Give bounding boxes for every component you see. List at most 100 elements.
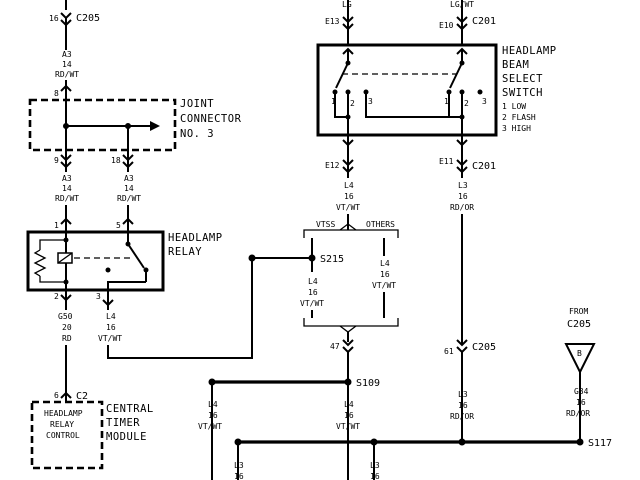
- svg-text:16: 16: [234, 472, 244, 480]
- pin-e10: E10: [439, 21, 454, 30]
- svg-text:3: 3: [482, 97, 487, 106]
- jc-label-line2: CONNECTOR: [180, 113, 242, 125]
- svg-text:RD/OR: RD/OR: [450, 412, 474, 421]
- svg-text:L3: L3: [458, 390, 468, 399]
- central-timer-module: HEADLAMP RELAY CONTROL CENTRAL TIMER MOD…: [30, 400, 153, 470]
- svg-text:A3: A3: [62, 174, 72, 183]
- pin-e11: E11: [439, 157, 454, 166]
- a3-top-circuit: A3: [62, 50, 72, 59]
- svg-text:VT/WT: VT/WT: [372, 281, 396, 290]
- svg-text:16: 16: [106, 323, 116, 332]
- svg-text:RD/WT: RD/WT: [117, 194, 141, 203]
- ctm-label-line2: TIMER: [106, 417, 140, 429]
- svg-text:L4: L4: [344, 400, 354, 409]
- svg-text:2: 2: [464, 99, 469, 108]
- svg-text:L3: L3: [234, 461, 244, 470]
- svg-text:16: 16: [344, 192, 354, 201]
- svg-text:VT/WT: VT/WT: [98, 334, 122, 343]
- s215-label: S215: [320, 254, 344, 265]
- c201-bottom-connector: E12 E11 C201: [325, 135, 496, 178]
- svg-text:A3: A3: [124, 174, 134, 183]
- relay-label-line2: RELAY: [168, 246, 202, 258]
- svg-text:L4: L4: [208, 400, 218, 409]
- svg-text:2: 2: [350, 99, 355, 108]
- svg-text:G50: G50: [58, 312, 73, 321]
- top-wires: LG LG/WT E13 E10 C201: [325, 0, 496, 45]
- svg-text:L4: L4: [380, 259, 390, 268]
- c201-top-label: C201: [472, 16, 496, 27]
- wire-label-g50: G50 20 RD: [58, 312, 73, 343]
- ctm-label-line3: MODULE: [106, 431, 147, 443]
- a3-top-gauge: 14: [62, 60, 72, 69]
- switch-label-line4: SWITCH: [502, 87, 543, 99]
- from-arrow-letter: B: [577, 349, 582, 358]
- c205-mid-label: C205: [472, 342, 496, 353]
- relay-pin-1: 1: [54, 221, 59, 230]
- jc-pin-8: 8: [54, 89, 59, 98]
- switch-label-line3: SELECT: [502, 73, 543, 85]
- svg-text:16: 16: [458, 401, 468, 410]
- svg-text:16: 16: [344, 411, 354, 420]
- jc-pin-9: 9: [54, 156, 59, 165]
- beam-pos-low: 1 LOW: [502, 102, 526, 111]
- svg-text:16: 16: [380, 270, 390, 279]
- svg-text:L4: L4: [308, 277, 318, 286]
- jc-pin-18: 18: [111, 156, 121, 165]
- jc-bottom-pins: 9 18: [54, 150, 134, 172]
- svg-text:16: 16: [208, 411, 218, 420]
- c205-mid-connector: 47 61 C205: [330, 214, 496, 382]
- pin-e12: E12: [325, 161, 340, 170]
- jc-label-line3: NO. 3: [180, 128, 214, 140]
- relay-pin-3: 3: [96, 292, 101, 301]
- c2-label: C2: [76, 391, 88, 402]
- c205-pin-47: 47: [330, 342, 340, 351]
- c205-pin-61: 61: [444, 347, 454, 356]
- svg-text:14: 14: [62, 184, 72, 193]
- svg-text:RD/OR: RD/OR: [450, 203, 474, 212]
- beam-pos-high: 3 HIGH: [502, 124, 531, 133]
- from-connector-label: C205: [567, 319, 591, 330]
- c201-bottom-label: C201: [472, 161, 496, 172]
- c2-pin: 6: [54, 391, 59, 400]
- headlamp-beam-select-switch: 1 2 3 1 2 3 HEADLAMP BEAM SELECT SWITCH …: [316, 43, 557, 137]
- wire-label-l3-c205: L3 16 RD/OR: [450, 390, 474, 421]
- svg-text:16: 16: [370, 472, 380, 480]
- svg-text:G34: G34: [574, 387, 589, 396]
- wire-label-l4-s109-left: L4 16 VT/WT: [198, 400, 222, 431]
- svg-text:VT/WT: VT/WT: [336, 203, 360, 212]
- wire-label-l4-s109-right: L4 16 VT/WT: [336, 400, 360, 431]
- wire-label-a3-right: A3 14 RD/WT: [117, 174, 141, 203]
- svg-text:14: 14: [124, 184, 134, 193]
- s109-label: S109: [356, 378, 380, 389]
- switch-label-line2: BEAM: [502, 59, 529, 71]
- s117-bus: S117 L3 16 L3 16: [234, 438, 612, 480]
- wire-label-a3-left: A3 14 RD/WT: [55, 174, 79, 203]
- switch-label-line1: HEADLAMP: [502, 45, 557, 57]
- c205-top-connector: 16 C205: [49, 0, 100, 50]
- svg-text:1: 1: [331, 97, 336, 106]
- svg-text:3: 3: [368, 97, 373, 106]
- top-lg-right: LG/WT: [450, 0, 474, 9]
- svg-text:VT/WT: VT/WT: [336, 422, 360, 431]
- relay-label-line1: HEADLAMP: [168, 232, 223, 244]
- headlamp-relay: 1 5 HEADLAMP RELAY: [26, 205, 223, 292]
- svg-text:L4: L4: [344, 181, 354, 190]
- svg-text:16: 16: [458, 192, 468, 201]
- relay-pin-2: 2: [54, 292, 59, 301]
- jc-label-line1: JOINT: [180, 98, 214, 110]
- from-c205-source: FROM C205 B G34 16 RD/OR: [564, 307, 596, 442]
- wire-label-l3-switch: L3 16 RD/OR: [450, 181, 474, 212]
- svg-text:L3: L3: [458, 181, 468, 190]
- svg-text:1: 1: [444, 97, 449, 106]
- pin-e13: E13: [325, 17, 340, 26]
- relay-bottom-pins: 2 3: [54, 290, 114, 310]
- svg-text:RD/WT: RD/WT: [55, 194, 79, 203]
- timer-box-line2: RELAY: [50, 420, 74, 429]
- vtss-others-branch: VTSS OTHERS S215 L4 16 VT/WT L4 16 VT/WT: [300, 214, 399, 342]
- timer-box-line1: HEADLAMP: [44, 409, 83, 418]
- timer-box-line3: CONTROL: [46, 431, 80, 440]
- c205-top-label: C205: [76, 13, 100, 24]
- s117-label: S117: [588, 438, 612, 449]
- svg-text:VT/WT: VT/WT: [198, 422, 222, 431]
